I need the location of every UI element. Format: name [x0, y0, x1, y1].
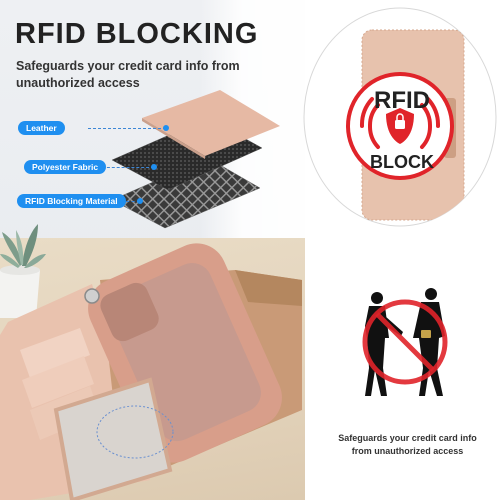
material-layers-illustration [111, 90, 280, 229]
caption-line-1: Safeguards your credit card info [338, 433, 477, 443]
page-subtitle: Safeguards your credit card info from un… [16, 59, 240, 90]
leader-dot-leather [163, 125, 169, 131]
leather-layer [142, 90, 280, 156]
layer-label-leather: Leather [18, 121, 65, 135]
layer-label-polyester: Polyester Fabric [24, 160, 107, 174]
badge-line-block: BLOCK [370, 152, 434, 172]
leader-line-polyester [102, 167, 154, 168]
phone-wallet-case [0, 243, 302, 500]
caption-line-2: from unauthorized access [351, 446, 464, 456]
prohibition-icon [362, 299, 448, 385]
layer-label-rfid: RFID Blocking Material [17, 194, 126, 208]
rfid-block-detail: RFID BLOCK [303, 7, 497, 227]
shield-lock-icon [386, 108, 414, 144]
leader-line-leather [88, 128, 166, 129]
leader-dot-rfid [137, 198, 143, 204]
succulent-plant [0, 224, 46, 318]
badge-line-rfid: RFID [374, 87, 430, 114]
page-title: RFID BLOCKING [15, 18, 259, 50]
magnetic-snap [84, 288, 100, 304]
leader-dot-polyester [151, 164, 157, 170]
no-skimming-illustration [362, 288, 448, 396]
bottom-caption: Safeguards your credit card info from un… [325, 432, 490, 458]
id-card-window [53, 377, 173, 500]
